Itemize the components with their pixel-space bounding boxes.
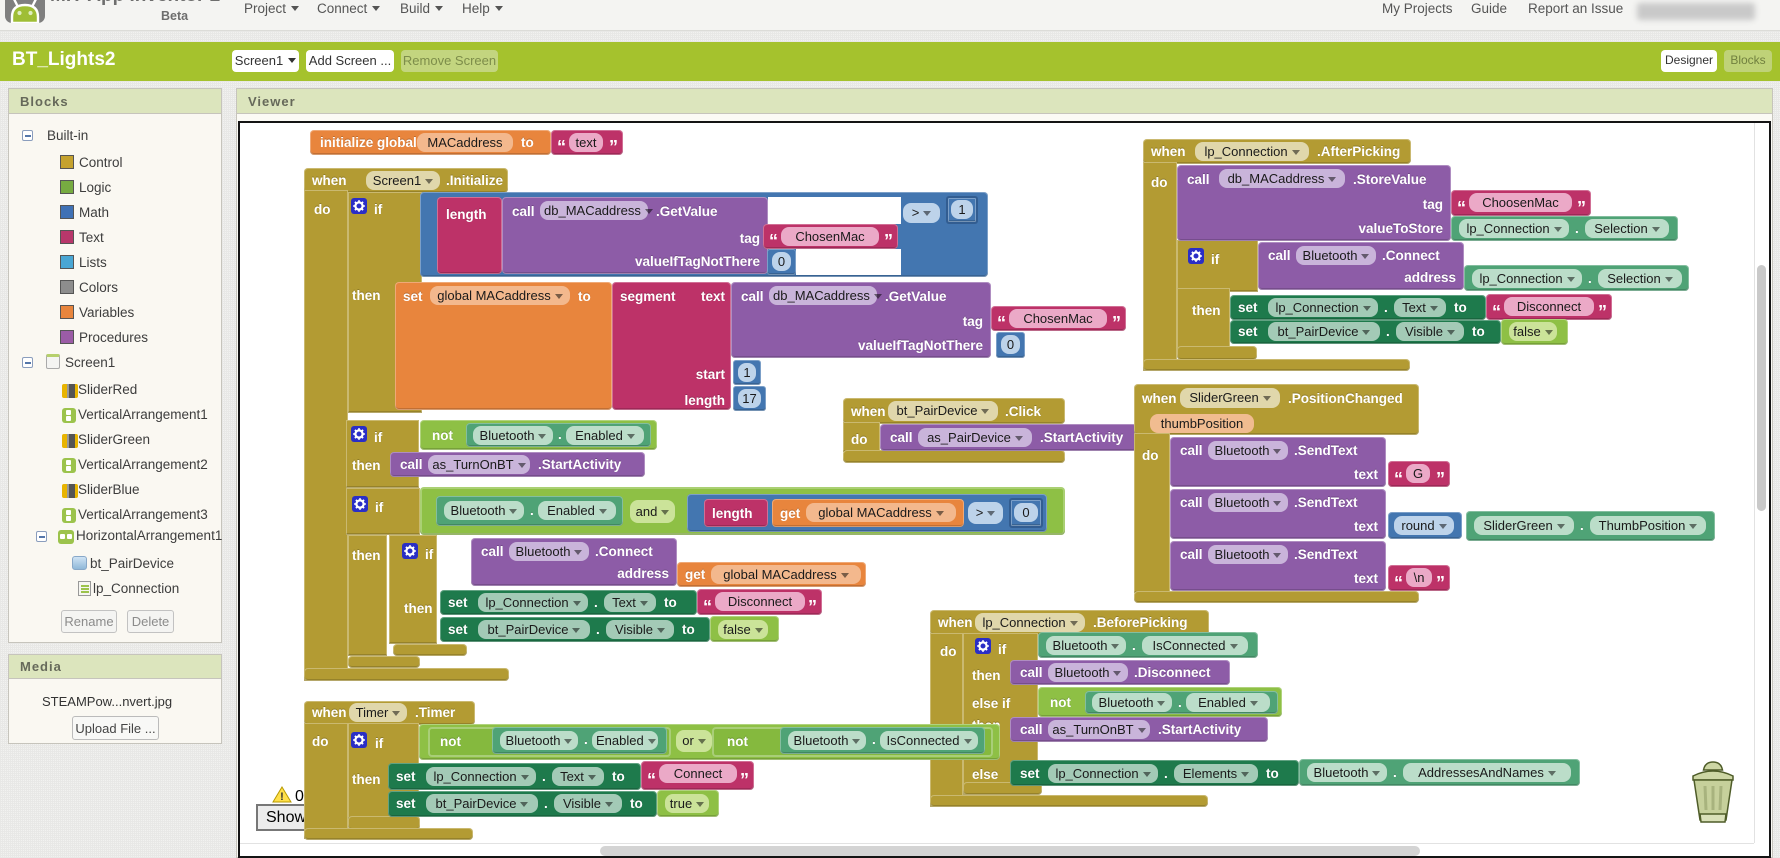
svg-text:!: ! <box>280 791 284 803</box>
